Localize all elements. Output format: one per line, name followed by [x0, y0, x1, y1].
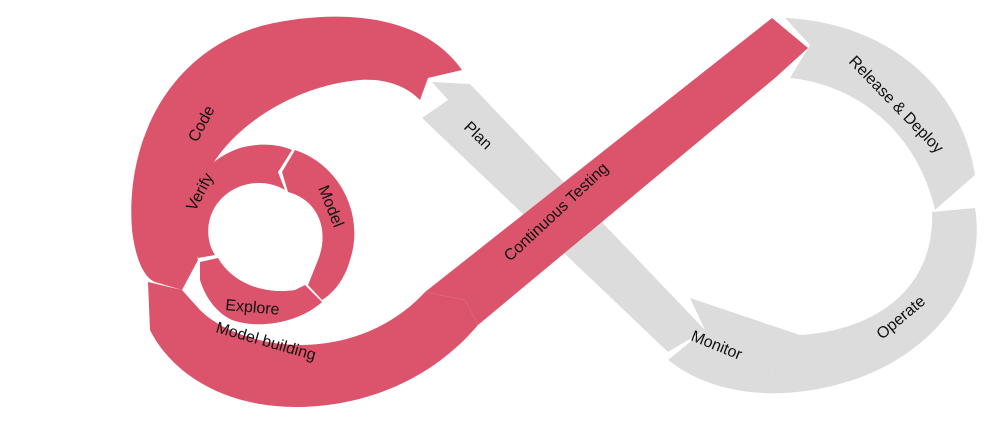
label-explore: Explore — [225, 297, 281, 319]
code-segment — [131, 16, 462, 291]
inner-model-segment — [282, 150, 355, 300]
inner-explore-segment — [200, 258, 322, 325]
continuous-testing-segment — [425, 18, 808, 325]
monitor-segment — [668, 298, 800, 394]
inner-verify-segment — [187, 144, 292, 258]
release-deploy-segment — [785, 18, 975, 210]
model-building-segment — [148, 282, 478, 408]
operate-segment — [770, 208, 977, 393]
